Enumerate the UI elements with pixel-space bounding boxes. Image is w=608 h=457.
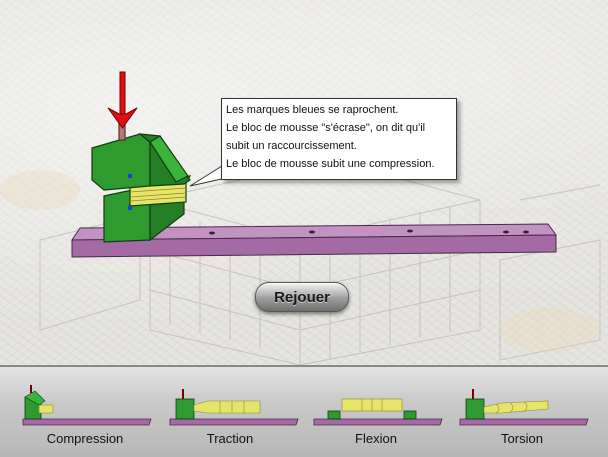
torsion-thumbnail-icon (459, 389, 589, 426)
menu-label-torsion: Torsion (501, 431, 543, 446)
traction-thumbnail-icon (169, 389, 299, 426)
menu-item-compression[interactable]: Compression (15, 367, 155, 457)
bubble-line: Le bloc de mousse "s'écrase", on dit qu'… (226, 122, 426, 134)
compression-thumbnail-icon (22, 385, 152, 426)
bubble-line: subit un raccourcissement. (226, 140, 357, 152)
bubble-line: Les marques bleues se raprochent. (226, 104, 399, 116)
menu-label-compression: Compression (46, 431, 124, 446)
bubble-line: Le bloc de mousse subit une compression. (226, 158, 435, 170)
speech-bubble: Les marques bleues se raprochent. Le blo… (221, 98, 457, 180)
vise-compression (91, 117, 192, 243)
flexion-thumbnail-icon (313, 398, 443, 426)
replay-button[interactable]: Rejouer (255, 282, 349, 312)
menu-label-flexion: Flexion (355, 431, 397, 446)
menu-label-traction: Traction (206, 431, 254, 446)
menu-item-traction[interactable]: Traction (160, 367, 300, 457)
menu-item-flexion[interactable]: Flexion (306, 367, 446, 457)
red-down-arrow-icon (107, 71, 138, 129)
experiment-menu: Compression Traction Flexion (0, 365, 608, 457)
scene-area: Les marques bleues se raprochent. Le blo… (0, 0, 608, 365)
menu-item-torsion[interactable]: Torsion (452, 367, 592, 457)
scene-illustration (0, 71, 601, 365)
rail (71, 223, 557, 258)
